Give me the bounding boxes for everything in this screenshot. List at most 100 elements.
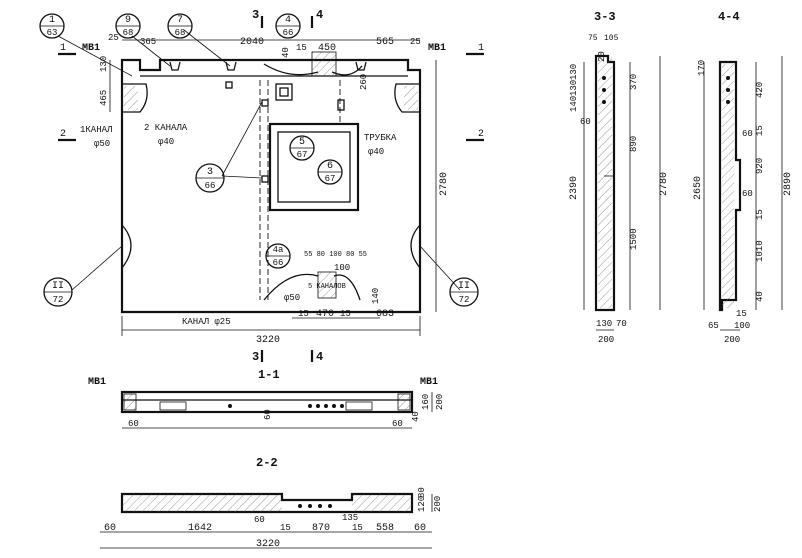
- leader: [183, 29, 231, 67]
- label-kanal-1-dia: φ50: [94, 139, 110, 149]
- section-2-2-dim-15-b: 15: [352, 523, 363, 533]
- section-cuts: [58, 16, 484, 362]
- window-opening: [268, 122, 360, 212]
- bubble-4-bottom: 66: [283, 28, 294, 38]
- section-2-2-drawing: [100, 492, 433, 549]
- dim-25-right: 25: [410, 37, 421, 47]
- leader: [71, 245, 123, 291]
- section-3-3-drawing: [583, 54, 661, 331]
- mark-3-bottom: 3: [252, 350, 259, 364]
- section-4-4-dim-200: 200: [724, 335, 740, 345]
- dim-260: 260: [359, 74, 369, 90]
- section-1-1-dim-60-mid: 60: [263, 409, 273, 420]
- mark-3-top: 3: [252, 8, 259, 22]
- side-bump-left: [121, 224, 132, 269]
- section-2-2-dim-80: 80: [417, 487, 427, 498]
- leader: [221, 101, 263, 177]
- section-4-4-title: 4-4: [718, 10, 740, 24]
- section-4-4-dim-15b: 15: [755, 209, 765, 220]
- leader: [221, 175, 263, 179]
- section-4-4-dim-2650: 2650: [693, 176, 704, 200]
- dim-140: 140: [371, 288, 381, 304]
- label-mb-left: МВ1: [82, 43, 100, 54]
- section-3-3-dim-140: 140: [569, 96, 579, 112]
- side-bump-right: [410, 224, 421, 269]
- dim-450: 450: [318, 43, 336, 54]
- section-1-1-mb-left: МВ1: [88, 377, 106, 388]
- dim-100: 100: [334, 263, 350, 273]
- dim-25-left: 25: [108, 33, 119, 43]
- section-3-3-dim-890: 890: [629, 136, 639, 152]
- section-3-3-dim-70: 70: [616, 319, 627, 329]
- notch-left: [169, 61, 181, 71]
- label-kanaly-5: 5 КАНАЛОВ: [308, 283, 346, 291]
- section-2-2-dim-1642: 1642: [188, 523, 212, 534]
- section-1-1-mb-right: МВ1: [420, 377, 438, 388]
- dim-15-top: 15: [296, 43, 307, 53]
- bubble-1-bottom: 63: [47, 28, 58, 38]
- section-4-4-drawing: [703, 56, 783, 331]
- dim-15-b1: 15: [298, 309, 309, 319]
- section-4-4-dim-60b: 60: [742, 189, 753, 199]
- bubble-II-right-bottom: 72: [459, 295, 470, 305]
- section-4-4-dim-65: 65: [708, 321, 719, 331]
- arc-bot-left: [263, 273, 319, 301]
- embed-4: [337, 99, 345, 111]
- section-3-3-dim-130a: 130: [569, 64, 579, 80]
- section-3-3-dim-2780: 2780: [659, 172, 670, 196]
- bubble-5-top: 5: [299, 137, 305, 148]
- section-1-1-title: 1-1: [258, 368, 280, 382]
- corbel-left: [122, 83, 148, 113]
- label-kanal-25: КАНАЛ φ25: [182, 317, 231, 327]
- label-trubka: ТРУБКА: [364, 133, 397, 143]
- arc-bot-right: [333, 274, 361, 301]
- bubble-4-top: 4: [285, 15, 291, 26]
- dim-2040: 2040: [240, 37, 264, 48]
- dim-465: 465: [99, 90, 109, 106]
- dim-2780: 2780: [439, 172, 450, 196]
- bottom-channels: [317, 271, 337, 299]
- mark-4-bottom: 4: [316, 350, 323, 364]
- bubble-9-bottom: 68: [123, 28, 134, 38]
- leader: [419, 245, 461, 291]
- bubble-9-top: 9: [125, 15, 131, 26]
- corbel-left-hatch: [124, 86, 138, 110]
- mark-4-top: 4: [316, 8, 323, 22]
- section-2-2-dim-15-a: 15: [280, 523, 291, 533]
- bubble-7-bottom: 68: [175, 28, 186, 38]
- section-1-1-dim-40: 40: [411, 411, 421, 422]
- embed-2: [261, 99, 269, 107]
- section-2-2-dim-135: 135: [342, 513, 358, 523]
- section-2-2-dim-3220: 3220: [256, 539, 280, 550]
- bubble-6-top: 6: [327, 161, 333, 172]
- bubble-II-left-bottom: 72: [53, 295, 64, 305]
- section-3-3-dim-2390: 2390: [569, 176, 580, 200]
- dim-3220: 3220: [256, 335, 280, 346]
- leader: [57, 35, 133, 77]
- section-4-4-dim-100: 100: [734, 321, 750, 331]
- section-1-1-dim-60-left: 60: [128, 419, 139, 429]
- main-elevation: [39, 13, 484, 362]
- bubble-3-top: 3: [207, 167, 213, 178]
- panel-outline: [120, 58, 422, 314]
- embed-3-inner: [279, 87, 289, 97]
- section-3-3-dim-1500: 1500: [629, 228, 639, 250]
- dim-40: 40: [281, 47, 291, 58]
- label-kanal-2: 2 КАНАЛА: [144, 123, 188, 133]
- bubble-3-bottom: 66: [205, 181, 216, 191]
- bubble-4a-bottom: 66: [273, 258, 284, 268]
- section-4-4-dim-60a: 60: [742, 129, 753, 139]
- section-4-4-dim-170: 170: [697, 60, 707, 76]
- section-3-3-dim-75: 75: [588, 34, 598, 43]
- window-inner: [277, 131, 351, 203]
- label-kanal-1: 1КАНАЛ: [80, 125, 112, 135]
- dim-top-row: 55 80 100 80 55: [304, 251, 367, 259]
- dim-365-left: 365: [140, 37, 156, 47]
- dim-565: 565: [376, 37, 394, 48]
- section-3-3-dim-130b: 130: [569, 80, 579, 96]
- section-4-4-dim-15-bot: 15: [736, 309, 747, 319]
- section-2-2-dim-558: 558: [376, 523, 394, 534]
- dim-15-b2: 15: [340, 309, 351, 319]
- section-3-3-dim-130-bot: 130: [596, 319, 612, 329]
